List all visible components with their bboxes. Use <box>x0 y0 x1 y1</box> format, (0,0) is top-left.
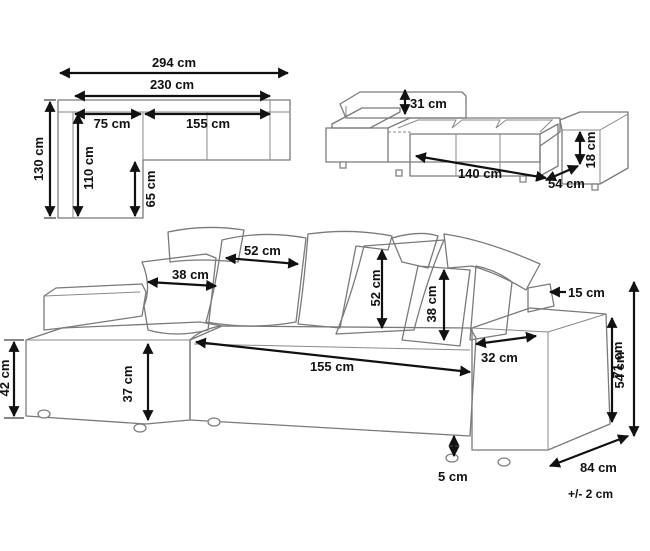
label-total-height: 71 cm <box>610 342 625 379</box>
label-bed-width: 54 cm <box>548 176 585 191</box>
dim-line-depth <box>548 434 630 468</box>
label-arm-height: 54 cm <box>612 352 627 389</box>
label-large-cushion-height: 52 cm <box>368 270 383 307</box>
label-seat-height: 37 cm <box>120 366 135 403</box>
top-view: 294 cm 230 cm 75 cm 155 cm 130 cm 110 cm… <box>31 55 291 219</box>
label-small-cushion-left: 38 cm <box>172 267 209 282</box>
dim-line-small-cushion-left <box>146 277 218 291</box>
dim-line-bed-length <box>414 152 548 182</box>
label-bed-length: 140 cm <box>458 166 502 181</box>
main-view: 52 cm 38 cm 52 cm 38 cm 15 cm 155 cm 32 … <box>0 226 640 484</box>
label-seat-depth: 65 cm <box>143 171 158 208</box>
dim-line-armrest-width <box>474 331 538 349</box>
label-armrest-offset: 15 cm <box>568 285 605 300</box>
bed-view: 31 cm 140 cm 54 cm 18 cm <box>325 88 629 191</box>
label-depth: 84 cm <box>580 460 617 475</box>
label-chaise-depth: 110 cm <box>81 146 96 189</box>
tolerance-note: +/- 2 cm <box>568 487 613 501</box>
label-overall-width: 294 cm <box>152 55 196 70</box>
dim-line-bed-width <box>544 164 580 182</box>
label-sofa-width: 155 cm <box>186 116 230 131</box>
label-seat-width: 155 cm <box>310 359 354 374</box>
label-chaise-height: 42 cm <box>0 360 12 397</box>
label-armrest-width: 32 cm <box>481 350 518 365</box>
label-overall-depth: 130 cm <box>31 137 46 181</box>
label-small-cushion-height: 38 cm <box>424 286 439 323</box>
label-inner-width: 230 cm <box>150 77 194 92</box>
label-chaise-width: 75 cm <box>94 116 131 131</box>
label-storage-depth: 18 cm <box>583 132 598 169</box>
label-leg-height: 5 cm <box>438 469 468 484</box>
label-large-cushion: 52 cm <box>244 243 281 258</box>
dim-line-large-cushion <box>224 253 300 269</box>
dim-line-seat-width <box>194 337 472 377</box>
label-backrest-height: 31 cm <box>410 96 447 111</box>
